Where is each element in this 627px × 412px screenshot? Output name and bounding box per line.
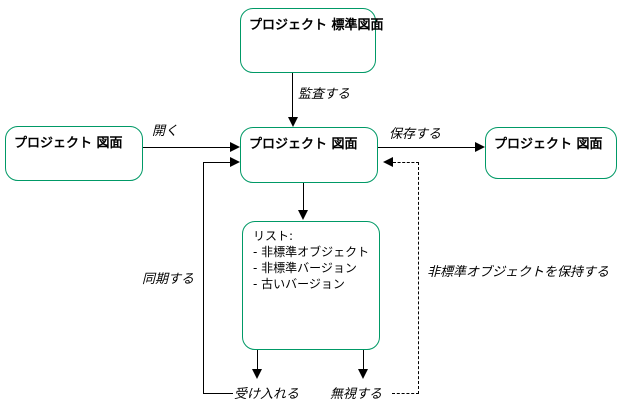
node-saved-drawing-label: プロジェクト 図面 (494, 137, 603, 152)
edge-save-label: 保存する (389, 127, 442, 142)
edge-keep-line-top (393, 162, 419, 163)
edge-sync-arrowhead-icon (230, 157, 240, 167)
edge-keep-line-bottom (392, 393, 419, 394)
edge-check-arrowhead-icon (298, 210, 308, 220)
edge-sync-line-top (203, 162, 231, 163)
edge-keep-arrowhead-icon (383, 157, 393, 167)
issue-list-body: リスト: - 非標準オブジェクト - 非標準バージョン - 古いバージョン (253, 228, 369, 292)
edge-sync-label: 同期する (142, 272, 195, 287)
node-source-drawing-label: プロジェクト 図面 (14, 136, 123, 151)
edge-accept-line (257, 350, 258, 370)
edge-keep-line-vertical (418, 162, 419, 394)
edge-sync-line-vertical (203, 162, 204, 394)
node-standard-drawing: プロジェクト 標準図面 (240, 8, 384, 73)
edge-open-line (143, 147, 231, 148)
edge-save-line (378, 147, 476, 148)
edge-ignore-label: 無視する (330, 387, 383, 402)
node-saved-drawing: プロジェクト 図面 (485, 127, 617, 179)
edge-ignore-line (363, 350, 364, 370)
edge-audit-label: 監査する (298, 87, 351, 102)
edge-save-arrowhead-icon (475, 142, 485, 152)
issue-list-item: - 古いバージョン (253, 277, 345, 291)
edge-ignore-arrowhead-icon (358, 369, 368, 379)
node-working-drawing: プロジェクト 図面 (240, 127, 378, 183)
node-standard-drawing-label: プロジェクト 標準図面 (249, 18, 384, 33)
node-issue-list: リスト: - 非標準オブジェクト - 非標準バージョン - 古いバージョン (242, 221, 380, 350)
issue-list-item: - 非標準バージョン (253, 261, 357, 275)
edge-audit-arrowhead-icon (288, 117, 298, 127)
edge-accept-arrowhead-icon (252, 369, 262, 379)
issue-list-item: - 非標準オブジェクト (253, 245, 370, 259)
node-working-drawing-label: プロジェクト 図面 (249, 137, 358, 152)
edge-accept-label: 受け入れる (234, 387, 300, 402)
edge-keep-label: 非標準オブジェクトを保持する (427, 265, 610, 280)
issue-list-title: リスト: (253, 229, 294, 243)
edge-open-arrowhead-icon (230, 142, 240, 152)
edge-open-label: 開く (152, 124, 179, 139)
edge-audit-line (292, 73, 293, 118)
edge-sync-line-bottom (203, 393, 233, 394)
edge-check-line (303, 183, 304, 211)
node-source-drawing: プロジェクト 図面 (5, 126, 143, 181)
